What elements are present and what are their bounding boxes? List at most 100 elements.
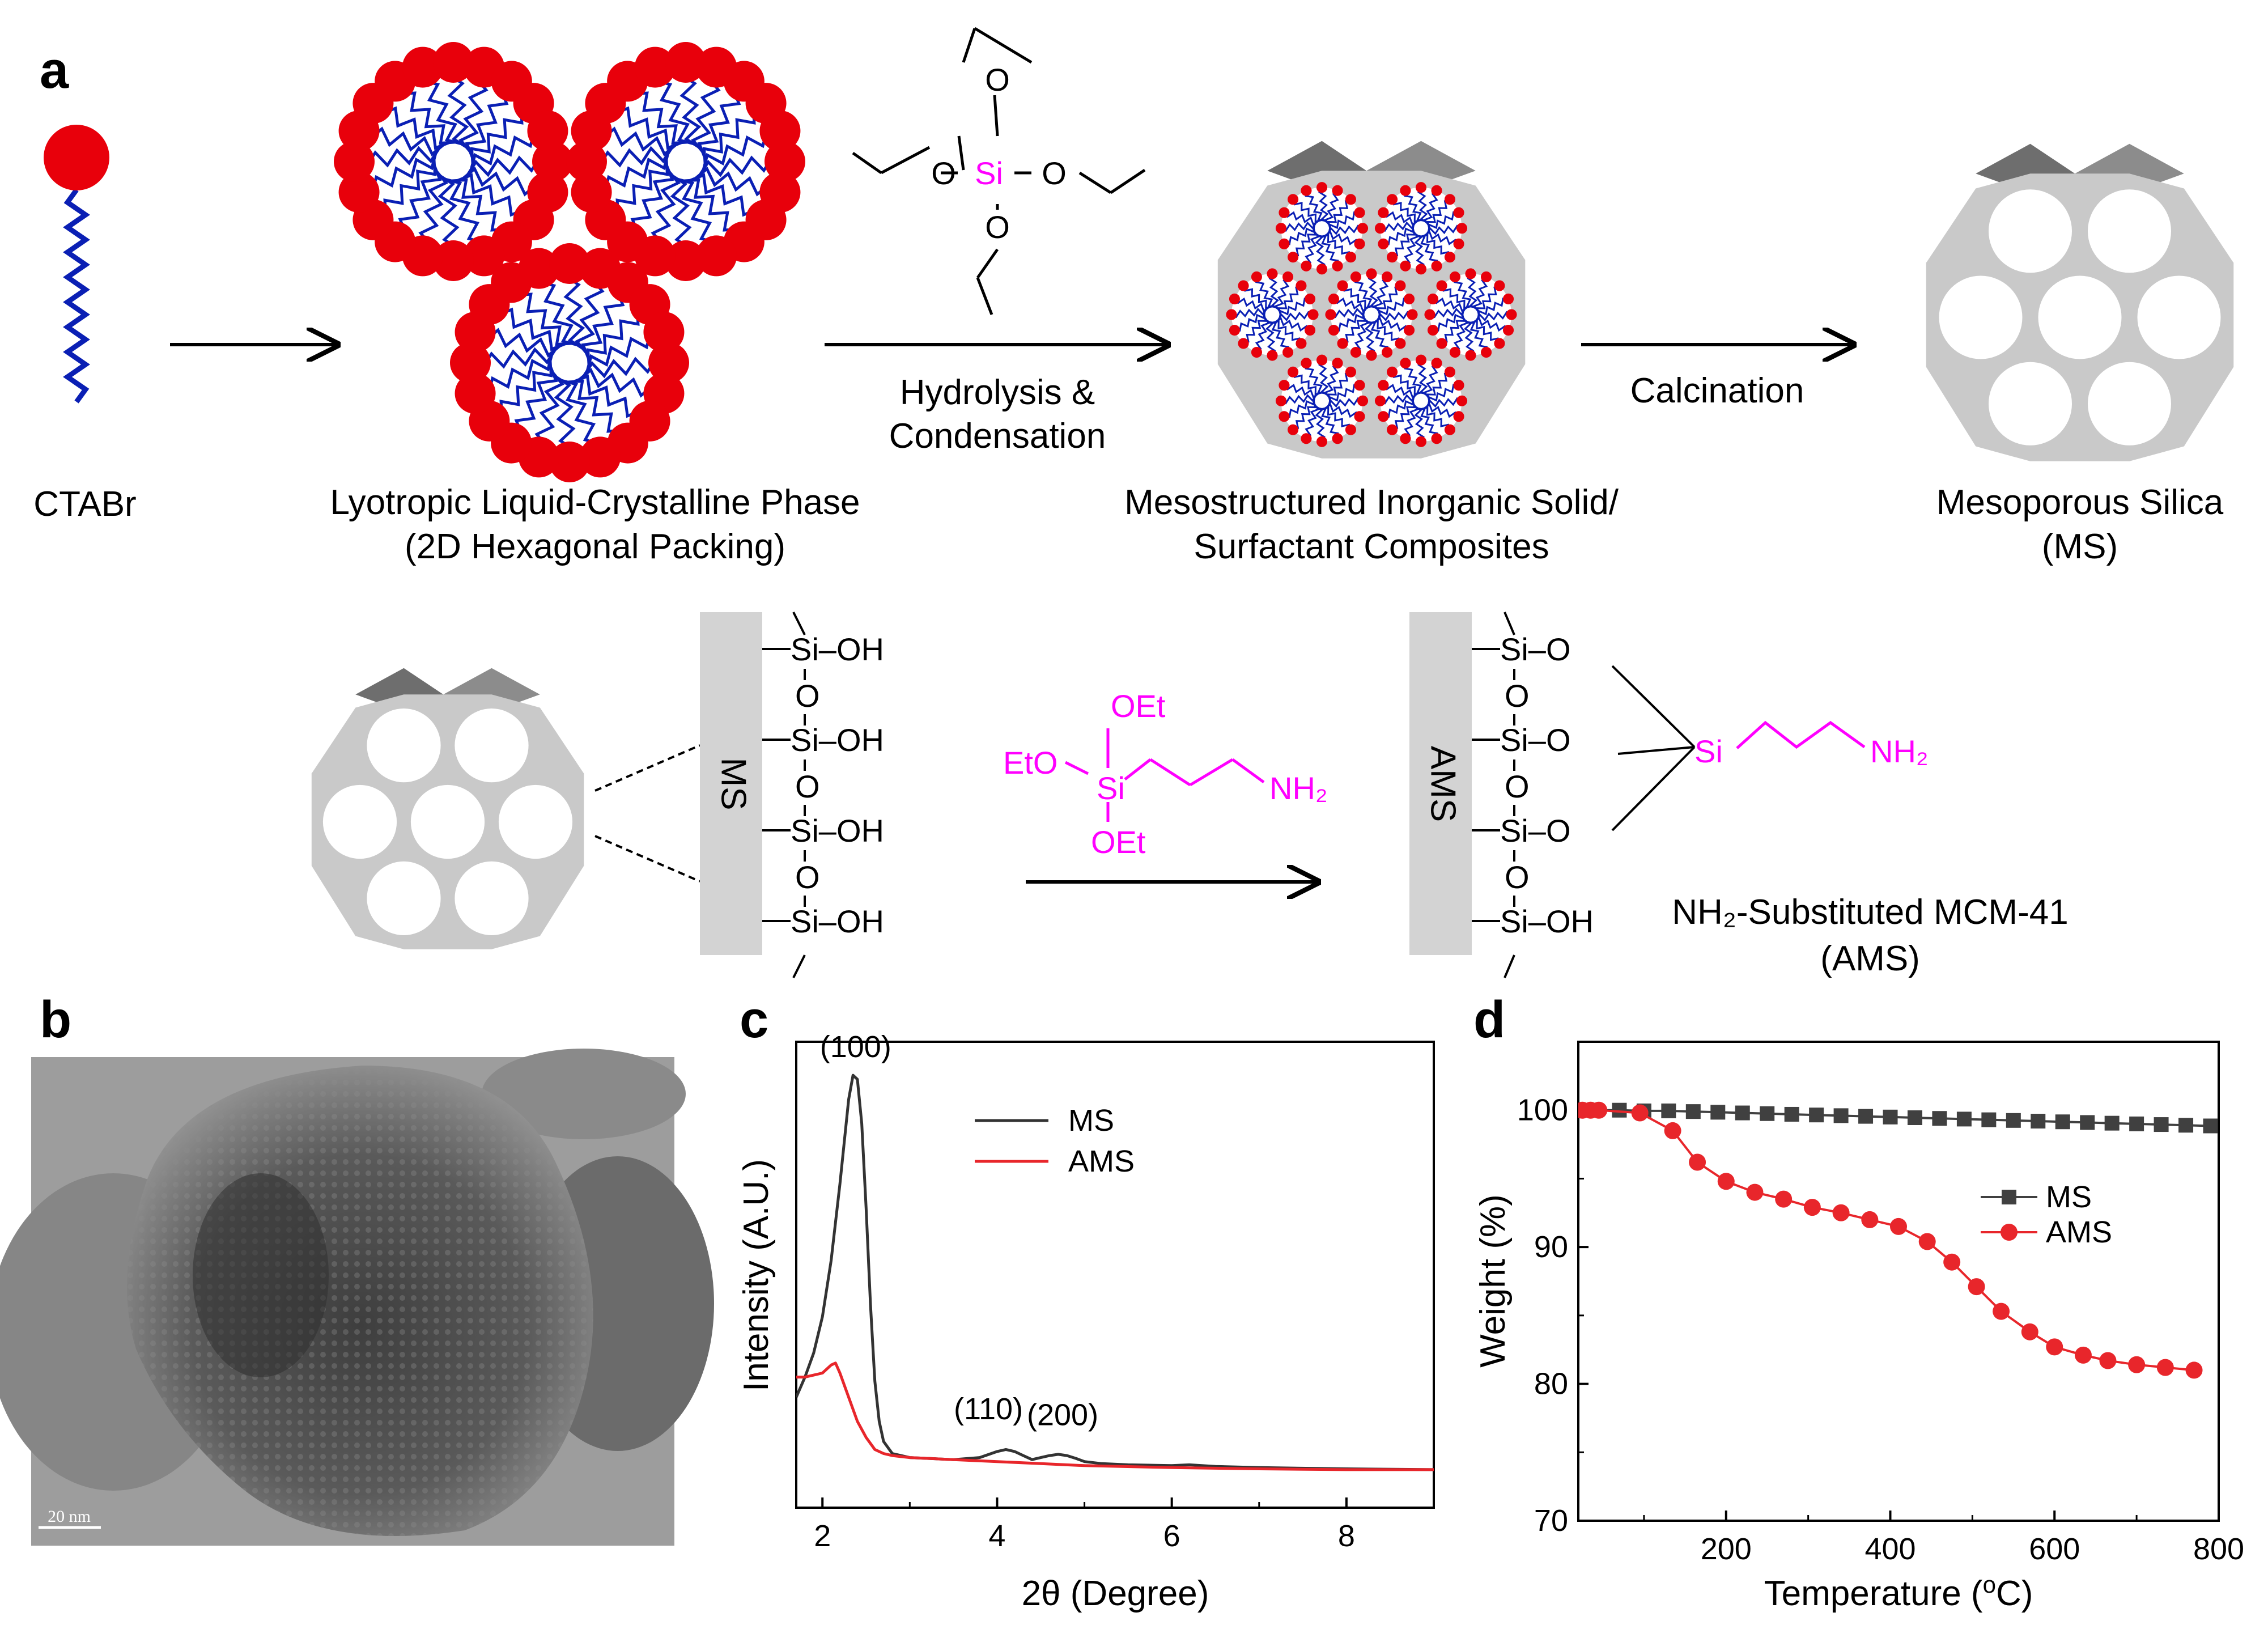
xrd-annotation: (200) — [1027, 1398, 1098, 1432]
headgroup — [1444, 366, 1455, 377]
tga-point-MS — [2129, 1116, 2144, 1131]
headgroup — [1481, 271, 1492, 283]
pore — [410, 784, 485, 859]
headgroup — [1226, 309, 1237, 320]
lc-phase-label-2: (2D Hexagonal Packing) — [405, 527, 785, 566]
tga-point-AMS — [2128, 1356, 2146, 1373]
headgroup — [1354, 238, 1365, 249]
tga-point-MS — [1883, 1109, 1898, 1125]
headgroup — [1431, 260, 1442, 271]
headgroup — [1494, 338, 1505, 349]
headgroup — [1282, 346, 1294, 358]
teos-o-right: O — [1042, 155, 1067, 191]
headgroup — [1431, 433, 1442, 444]
headgroup — [1453, 207, 1464, 218]
silanol-group: Si–OH — [791, 722, 884, 758]
headgroup — [1502, 293, 1514, 304]
silanol-group: Si–OH — [791, 813, 884, 848]
ms-label-1: Mesoporous Silica — [1936, 483, 2224, 522]
headgroup — [1279, 411, 1290, 422]
mesostructured-composite — [1217, 141, 1526, 459]
headgroup — [1301, 433, 1312, 444]
tga-point-AMS — [2021, 1323, 2038, 1340]
headgroup — [1395, 338, 1406, 349]
ms-label-2: (MS) — [2042, 527, 2118, 566]
headgroup — [1288, 194, 1299, 205]
headgroup — [1431, 358, 1442, 369]
pore — [2038, 275, 2122, 359]
xrd-series-MS — [796, 1074, 1434, 1471]
tga-point-AMS — [1861, 1211, 1879, 1228]
headgroup — [643, 311, 685, 353]
headgroup — [1403, 293, 1415, 304]
headgroup — [1296, 338, 1307, 349]
headgroup — [1267, 268, 1278, 279]
headgroup — [1251, 271, 1262, 283]
headgroup — [1357, 223, 1369, 234]
headgroup — [1400, 433, 1411, 444]
headgroup — [759, 110, 801, 151]
headgroup — [1332, 260, 1343, 271]
headgroup — [464, 235, 505, 277]
headgroup — [1332, 185, 1343, 196]
tga-x-label: Temperature (oC) — [1764, 1571, 2033, 1613]
tga-point-AMS — [1689, 1153, 1706, 1171]
headgroup — [1238, 338, 1249, 349]
teos-o-top: O — [985, 62, 1010, 97]
headgroup — [1350, 346, 1361, 358]
headgroup — [1307, 309, 1319, 320]
tga-legend-label: MS — [2046, 1180, 2092, 1214]
ms-bar-label: MS — [714, 758, 753, 811]
tga-y-tick-label: 70 — [1534, 1504, 1568, 1538]
hydrolysis-label-1: Hydrolysis & — [900, 373, 1095, 412]
xrd-legend-label: AMS — [1068, 1144, 1135, 1178]
aptes-oet-top: OEt — [1111, 688, 1166, 724]
headgroup — [1387, 366, 1398, 377]
headgroup — [1427, 325, 1439, 336]
headgroup — [1275, 223, 1287, 234]
headgroup — [580, 436, 621, 478]
headgroup — [1304, 293, 1316, 304]
tga-point-MS — [1956, 1111, 1972, 1127]
headgroup — [1316, 354, 1328, 366]
headgroup — [1296, 280, 1307, 291]
teos-structure — [852, 27, 1146, 315]
headgroup — [1436, 338, 1447, 349]
headgroup — [402, 46, 443, 88]
headgroup — [527, 110, 568, 151]
xrd-x-tick-label: 2 — [814, 1519, 831, 1553]
tga-point-AMS — [2046, 1338, 2063, 1356]
tem-scale-label: 20 nm — [48, 1507, 91, 1526]
headgroup — [1424, 309, 1435, 320]
tga-point-AMS — [1993, 1302, 2010, 1320]
teos-si: Si — [975, 155, 1003, 191]
headgroup — [1465, 350, 1476, 361]
panel-label-b: b — [40, 991, 71, 1049]
tga-point-AMS — [1664, 1122, 1681, 1139]
headgroup — [1374, 395, 1386, 406]
headgroup — [1301, 185, 1312, 196]
headgroup — [1453, 380, 1464, 391]
ams-label-2: (AMS) — [1820, 939, 1920, 978]
calcination-label: Calcination — [1630, 371, 1804, 410]
xrd-annotation: (100) — [820, 1030, 891, 1064]
headgroup — [665, 42, 706, 83]
siloxane-o: O — [795, 678, 820, 714]
mesoporous-silica-block — [1926, 143, 2234, 461]
headgroup — [1387, 194, 1398, 205]
headgroup — [1378, 411, 1389, 422]
tga-point-AMS — [2074, 1346, 2092, 1364]
headgroup — [1382, 346, 1393, 358]
headgroup — [549, 442, 590, 482]
tga-point-AMS — [1590, 1101, 1608, 1119]
tga-y-tick-label: 90 — [1534, 1230, 1568, 1264]
xrd-series-AMS — [796, 1361, 1434, 1471]
headgroup — [1251, 346, 1262, 358]
pore — [455, 861, 529, 935]
xrd-x-tick-label: 6 — [1163, 1519, 1180, 1553]
ams-bar-label: AMS — [1424, 746, 1463, 822]
composite-label-2: Surfactant Composites — [1194, 527, 1549, 566]
headgroup — [1427, 293, 1439, 304]
headgroup — [1378, 207, 1389, 218]
